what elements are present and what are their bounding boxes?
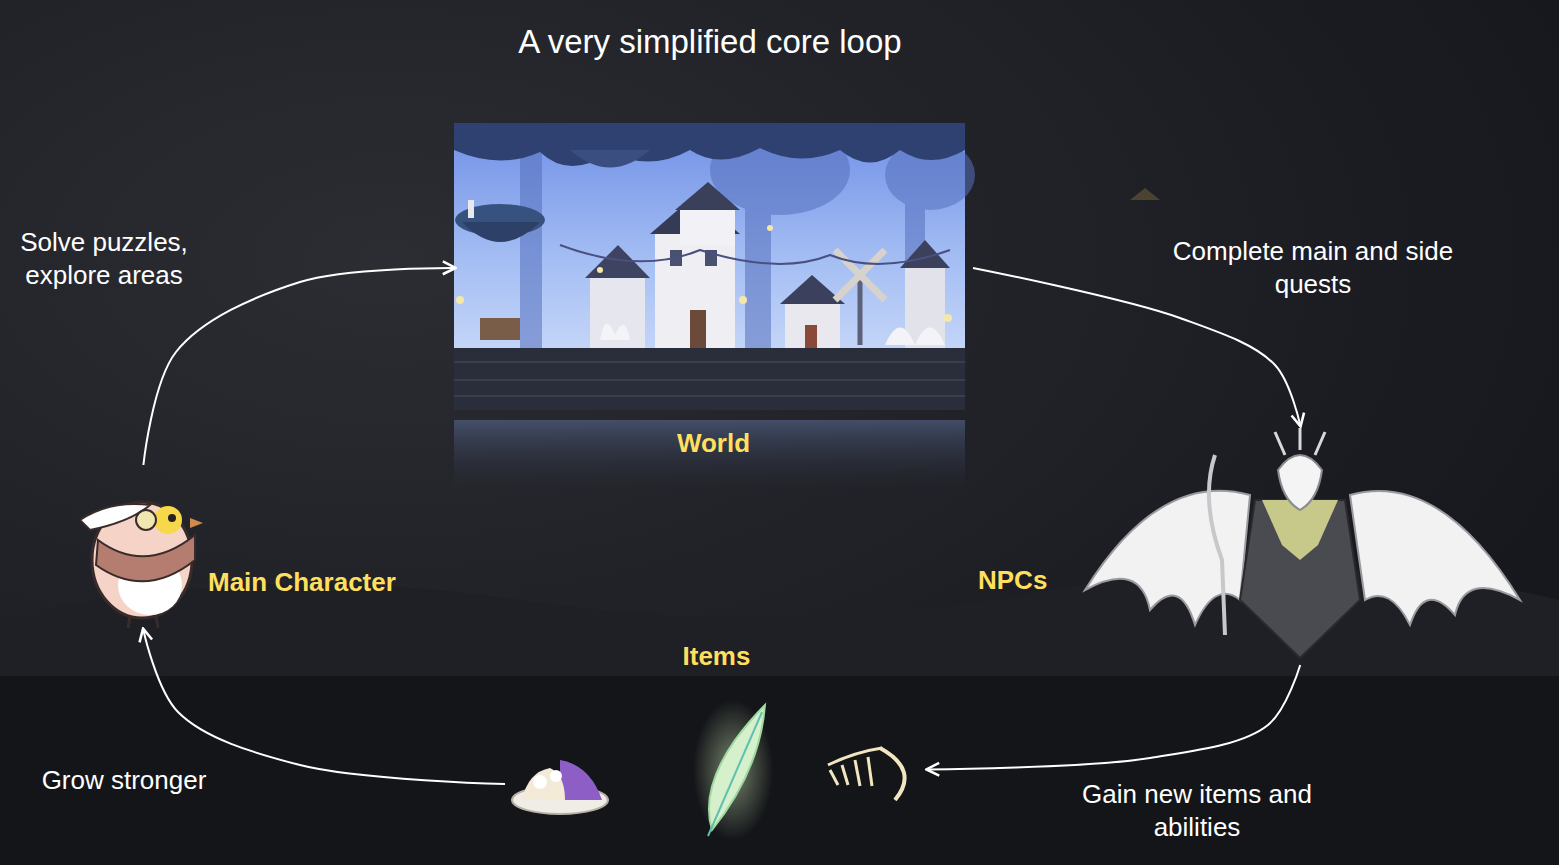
art-shape [190,518,203,528]
art-shape [828,748,882,765]
loop-arrow [143,268,454,465]
loop-arrow [928,665,1300,769]
item-icons [512,700,905,840]
edge-label: Solve puzzles, explore areas [4,226,204,291]
art-shape [1240,500,1360,658]
edge-label: Complete main and side quests [1143,235,1483,300]
art-shape [739,296,747,304]
node-label: NPCs [978,565,1047,596]
art-shape [522,768,565,800]
art-shape [570,150,650,168]
art-shape [136,510,156,530]
art-shape [590,275,645,350]
node-label: Items [505,641,928,672]
art-shape [858,275,863,345]
art-shape [900,240,950,268]
art-shape [454,362,965,396]
art-shape [885,328,945,346]
art-shape [560,245,950,264]
art-shape [1209,455,1225,635]
art-shape [96,535,195,581]
art-shape [828,748,882,786]
art-shape [468,200,474,218]
art-shape [855,760,860,786]
art-shape [600,324,630,340]
edge-label: Gain new items and abilities [1047,778,1347,843]
art-shape [1350,491,1520,625]
main-character-bird [80,502,203,628]
art-shape [708,712,762,836]
art-shape [680,205,735,245]
art-shape [550,770,562,782]
art-shape [154,506,182,534]
items-node: Items [505,635,928,845]
character-node: Main Character [75,465,435,630]
art-shape [805,325,817,350]
art-shape [454,123,965,363]
art-shape [462,222,540,242]
art-shape [128,616,158,628]
edge-label: Grow stronger [14,764,234,797]
art-shape [1130,188,1160,200]
npc-winged-figure [1085,428,1520,658]
art-shape [880,748,905,800]
world-node: World [454,123,973,468]
art-shape [767,225,773,231]
art-shape [1278,455,1322,510]
art-shape [454,348,965,410]
art-shape [520,150,542,360]
art-shape [454,123,965,166]
diagram-title: A very simplified core loop [210,22,1210,62]
art-shape [456,296,464,304]
art-shape [560,760,602,800]
art-shape [868,757,872,786]
art-shape [0,676,1559,865]
loop-arrow [973,268,1300,425]
art-shape [690,310,706,350]
art-shape [597,267,603,273]
world-scene [454,123,975,502]
art-shape [1275,428,1325,455]
houses [480,182,950,350]
art-shape [842,765,848,785]
art-shape [944,314,952,322]
art-shape [835,250,885,300]
art-shape [693,700,773,840]
art-shape [456,225,952,322]
art-shape [655,230,735,350]
node-label: Main Character [208,567,396,598]
art-shape [533,775,547,789]
art-shape [785,300,840,350]
art-shape [480,318,520,340]
node-label: World [454,428,973,459]
loop-arrow [143,630,505,784]
art-shape [520,125,975,360]
npc-node: NPCs [970,425,1525,665]
art-shape [168,514,176,522]
art-shape [675,182,740,210]
art-shape [830,770,838,785]
